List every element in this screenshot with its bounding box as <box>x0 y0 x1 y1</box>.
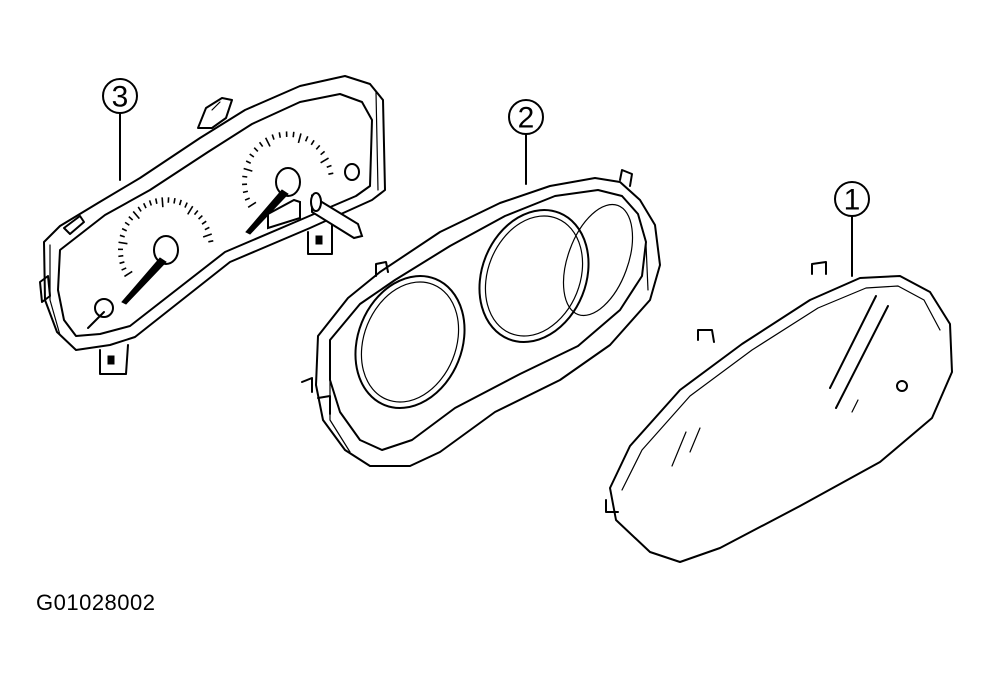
dial-tick <box>304 135 309 142</box>
callout-1: 1 <box>834 181 870 277</box>
dial-tick <box>245 160 252 164</box>
dial-tick <box>187 205 194 215</box>
figure-code: G01028002 <box>36 590 156 615</box>
dial-tick <box>202 233 212 238</box>
dial-tick <box>310 139 315 146</box>
dial-tick <box>184 202 188 208</box>
dial-tick <box>244 197 251 201</box>
dial-tick <box>242 190 249 194</box>
dial-tick <box>128 216 134 221</box>
right-gauge-opening <box>478 209 590 343</box>
dial-tick <box>193 209 199 216</box>
dial-tick <box>208 240 214 243</box>
dial-tick <box>137 206 142 212</box>
dimmer-knob <box>344 163 360 181</box>
callout-3: 3 <box>102 78 138 181</box>
dial-tick <box>118 254 124 258</box>
dial-tick <box>328 172 334 175</box>
dial-tick <box>201 220 207 225</box>
dial-tick <box>142 202 147 209</box>
dial-tick <box>204 226 210 231</box>
dial-tick <box>297 133 302 144</box>
dial-tick <box>121 267 127 271</box>
dial-tick <box>178 199 182 206</box>
dial-tick <box>148 200 153 206</box>
dial-tick <box>278 132 282 138</box>
trip-reset-knob <box>310 192 364 240</box>
part-2-meter-hood <box>301 169 661 467</box>
fuel-gauge-dial <box>87 298 114 329</box>
dial-tick <box>173 197 176 204</box>
dial-tick <box>124 221 130 226</box>
dial-tick <box>242 175 248 178</box>
dial-tick <box>253 147 259 152</box>
dial-tick <box>320 150 326 156</box>
dial-tick <box>292 131 295 138</box>
part-3-gauge-assembly <box>39 75 386 375</box>
part-1-meter-lens <box>605 261 953 563</box>
dial-tick <box>315 144 321 150</box>
dial-tick <box>154 198 158 204</box>
dial-tick <box>271 134 275 140</box>
callout-3-label: 3 <box>112 81 129 114</box>
dial-tick <box>326 164 332 168</box>
dial-tick <box>249 153 255 158</box>
dial-tick <box>118 241 128 245</box>
dial-tick <box>121 227 128 232</box>
display-window <box>267 198 301 230</box>
speedometer-dial <box>117 197 214 305</box>
dial-tick <box>119 234 125 238</box>
callout-2: 2 <box>508 99 544 185</box>
dial-tick <box>124 270 133 278</box>
dial-tick <box>119 261 125 265</box>
dial-tick <box>320 157 329 164</box>
dial-tick <box>247 201 257 208</box>
dial-tick <box>161 197 164 208</box>
callout-2-label: 2 <box>518 102 535 135</box>
dial-tick <box>132 210 140 220</box>
tachometer-dial <box>242 131 334 235</box>
dial-tick <box>258 141 264 148</box>
dial-tick <box>243 167 253 172</box>
dial-tick <box>198 214 203 220</box>
dial-tick <box>264 137 271 147</box>
left-gauge-opening <box>354 275 466 409</box>
callout-1-label: 1 <box>844 184 861 217</box>
